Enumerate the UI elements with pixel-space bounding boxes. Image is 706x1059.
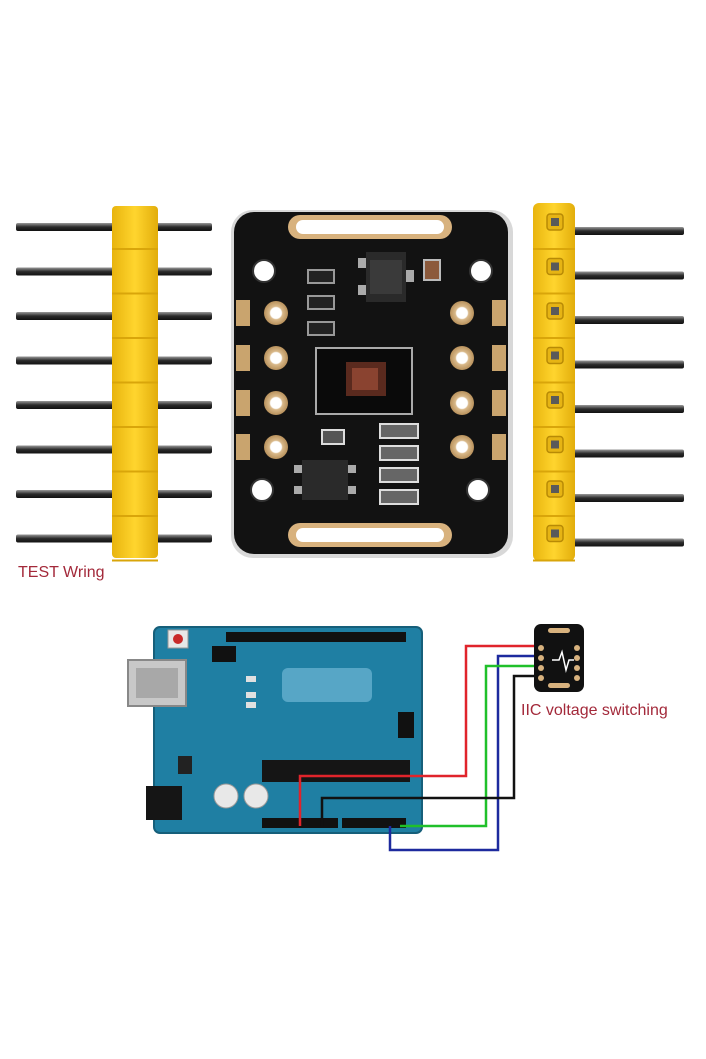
straight-pin-header-icon bbox=[16, 206, 212, 562]
sensor-module-board-icon bbox=[231, 210, 513, 558]
arduino-uno-board-icon bbox=[127, 626, 423, 834]
iic-voltage-switching-label: IIC voltage switching bbox=[521, 702, 668, 719]
test-wiring-label: TEST Wring bbox=[18, 564, 105, 581]
wiring bbox=[298, 644, 540, 852]
right-angle-pin-header-icon bbox=[533, 203, 684, 562]
mini-sensor-module-icon bbox=[534, 624, 584, 692]
